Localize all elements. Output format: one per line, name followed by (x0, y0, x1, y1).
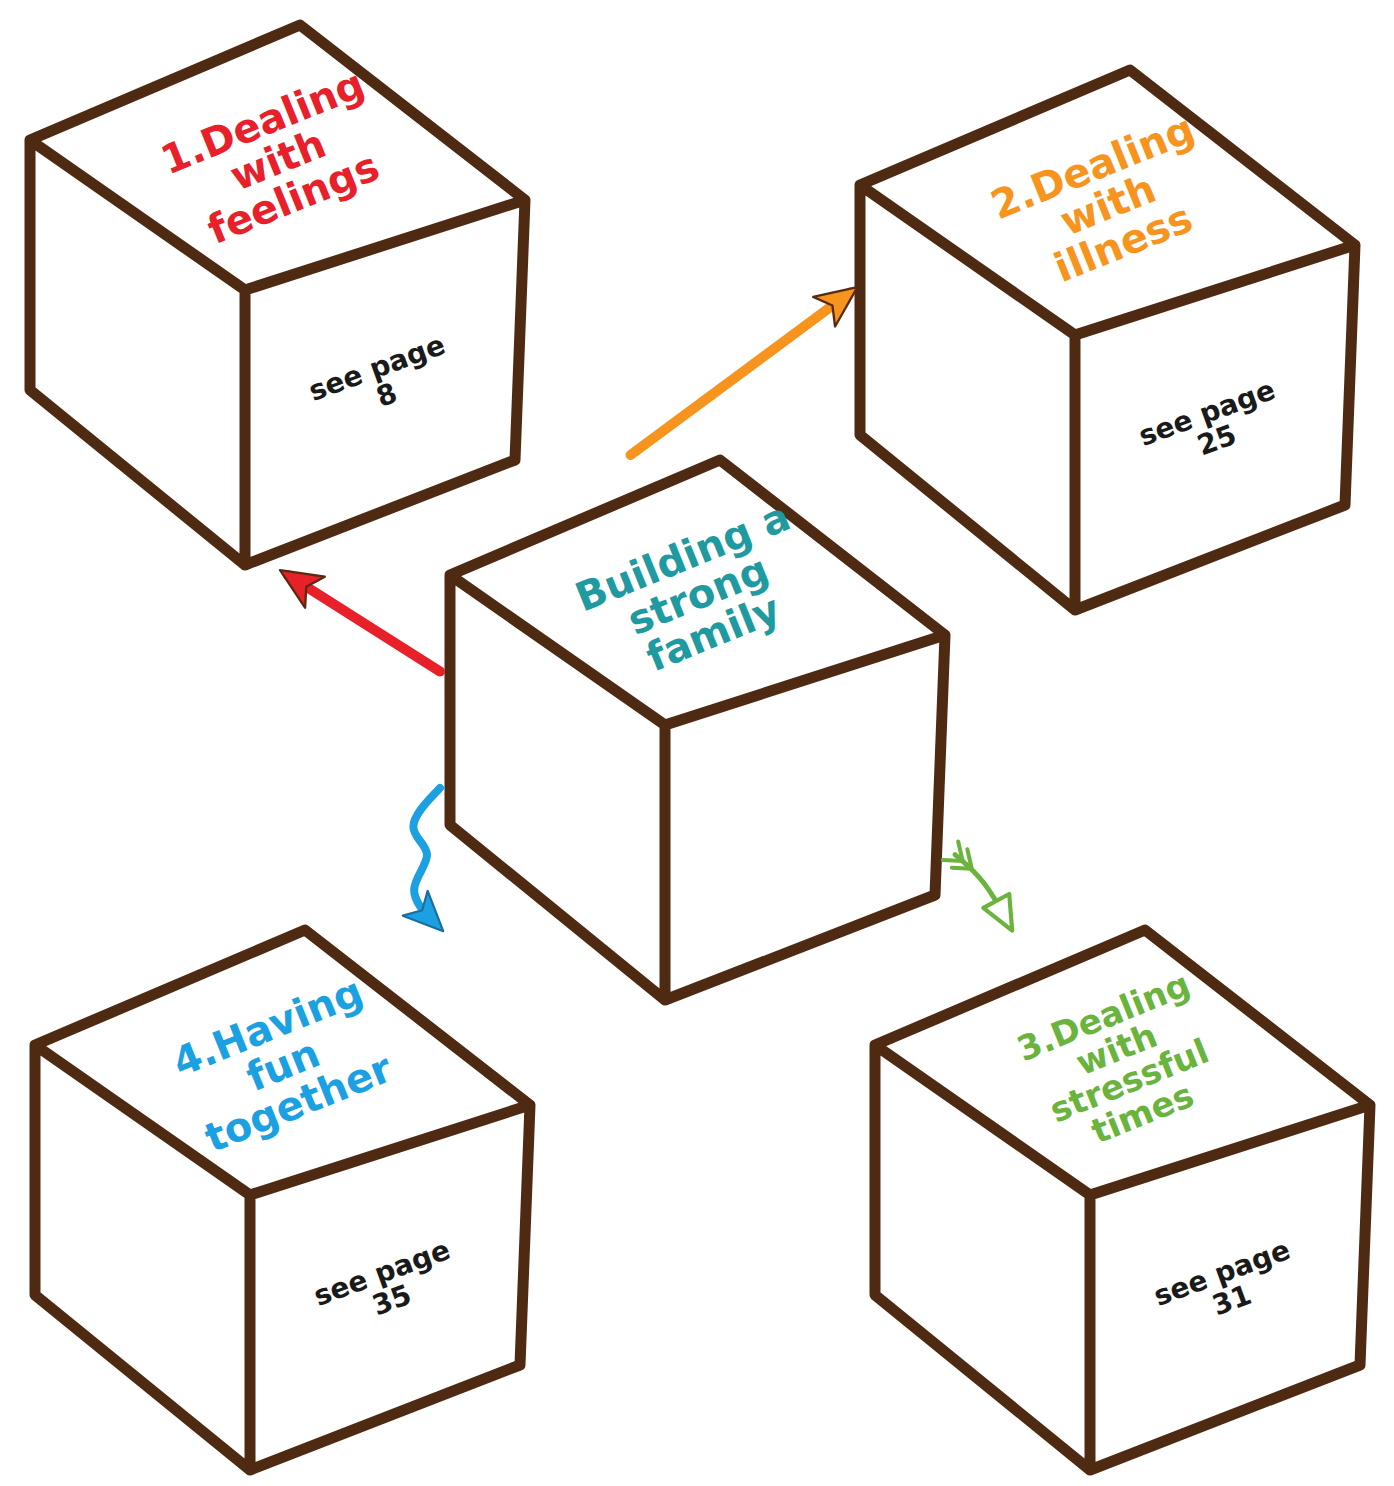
cube-node: 3.Dealing with stressful timessee page 3… (865, 925, 1380, 1480)
cube-edges (860, 70, 1355, 610)
arrow-connector (631, 293, 850, 455)
cube-node: 4.Having fun togethersee page 35 (25, 925, 540, 1480)
arrow-connector (288, 575, 440, 671)
cube-edges (450, 460, 945, 1000)
cube-edges (35, 930, 530, 1470)
cube-node: 1.Dealing with feelingssee page 8 (20, 20, 535, 575)
cube-edges (30, 25, 525, 565)
cube-node: Building a strong family (440, 455, 955, 1010)
cube-node: 2.Dealing with illnesssee page 25 (850, 65, 1365, 620)
arrow-connector (955, 855, 1009, 925)
arrow-connector (413, 788, 440, 925)
cube-edges (875, 930, 1370, 1470)
